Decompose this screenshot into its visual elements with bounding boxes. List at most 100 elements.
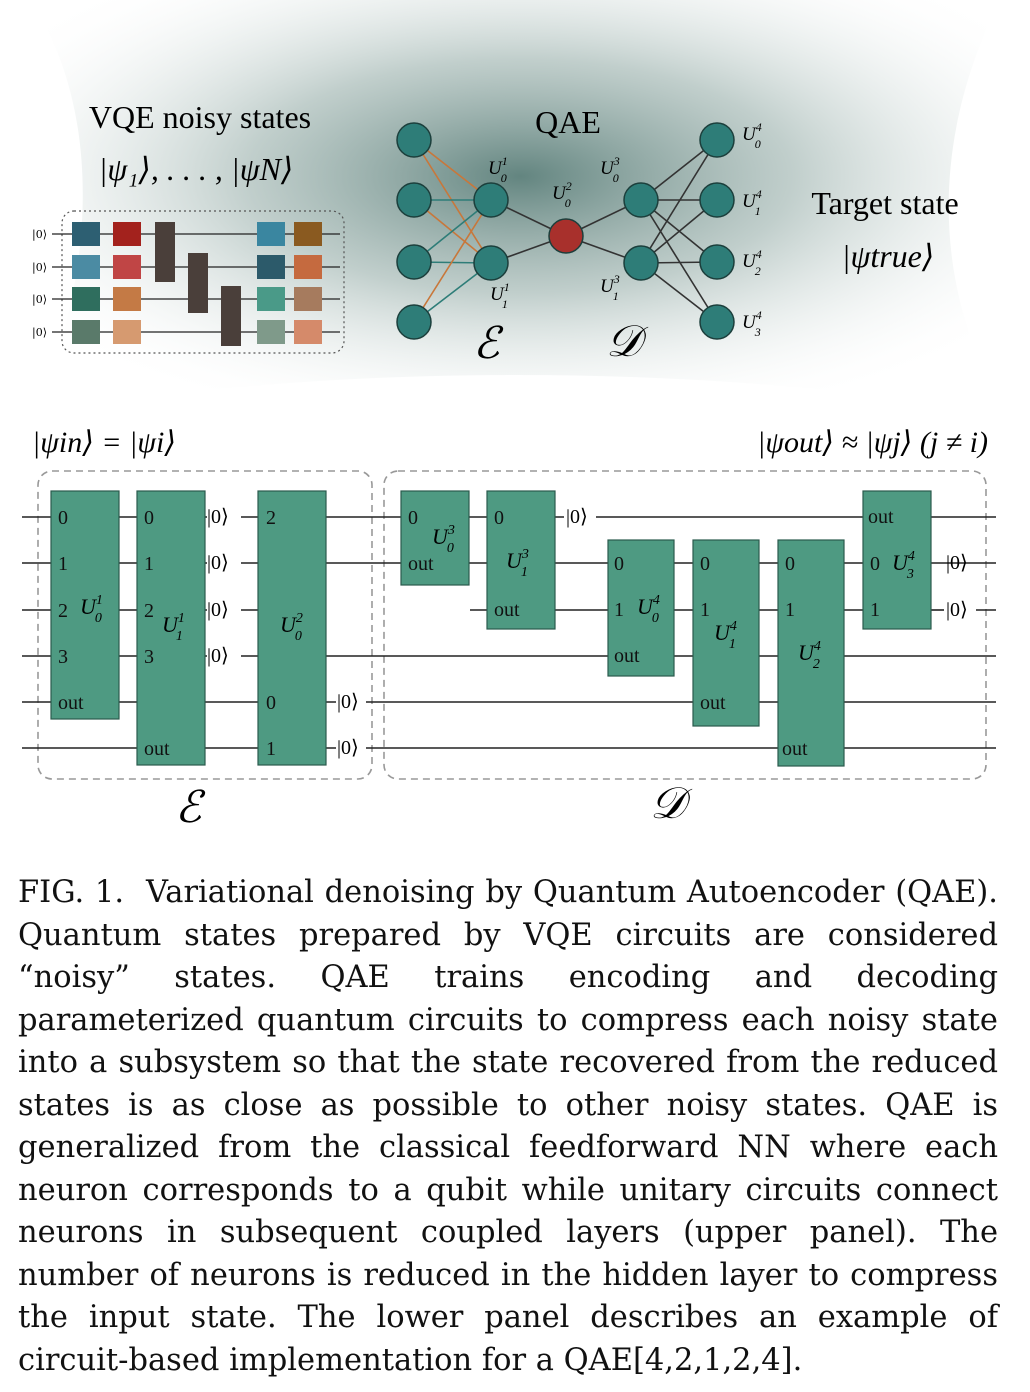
target-state: |ψtrue⟩ bbox=[842, 238, 935, 274]
svg-text:0: 0 bbox=[408, 507, 418, 529]
svg-text:|0⟩: |0⟩ bbox=[946, 599, 968, 621]
svg-text:1: 1 bbox=[785, 599, 795, 621]
input-neuron-0 bbox=[396, 122, 432, 158]
svg-text:out: out bbox=[868, 506, 894, 528]
svg-text:|0⟩: |0⟩ bbox=[946, 552, 968, 574]
svg-text:U41: U41 bbox=[714, 619, 737, 652]
svg-text:|0⟩: |0⟩ bbox=[207, 599, 229, 621]
center-neuron bbox=[548, 218, 584, 254]
svg-text:U10: U10 bbox=[80, 593, 103, 626]
caption-label: FIG. 1. bbox=[18, 875, 125, 910]
svg-text:U40: U40 bbox=[637, 593, 660, 626]
svg-text:U43: U43 bbox=[892, 549, 915, 582]
qubit-label-3: |0⟩ bbox=[32, 326, 47, 340]
svg-text:0: 0 bbox=[58, 507, 68, 529]
target-title: Target state bbox=[811, 185, 958, 221]
svg-text:0: 0 bbox=[700, 553, 710, 575]
encoder-symbol-lower: ℰ bbox=[175, 783, 206, 832]
qubit-label-0: |0⟩ bbox=[32, 228, 47, 242]
encoder-box bbox=[37, 470, 373, 780]
vqe-states: |ψ₁⟩, . . . , |ψN⟩ bbox=[99, 151, 294, 187]
vqe-title: VQE noisy states bbox=[89, 99, 311, 135]
qubit-label-1: |0⟩ bbox=[32, 261, 47, 275]
psi-out-label: |ψout⟩ ≈ |ψj⟩ (j ≠ i) bbox=[757, 426, 988, 459]
svg-text:0: 0 bbox=[494, 507, 504, 529]
decoder-kets: |0⟩ |0⟩ |0⟩ bbox=[566, 506, 968, 621]
decoder-symbol-lower: 𝒟 bbox=[650, 779, 693, 828]
hidden1-neuron-1 bbox=[473, 245, 509, 281]
svg-text:1: 1 bbox=[614, 599, 624, 621]
decoder-box bbox=[383, 470, 987, 780]
output-neuron-2 bbox=[699, 244, 735, 280]
svg-text:0: 0 bbox=[266, 692, 276, 714]
svg-text:|0⟩: |0⟩ bbox=[207, 645, 229, 667]
svg-text:0: 0 bbox=[614, 553, 624, 575]
svg-text:1: 1 bbox=[144, 553, 154, 575]
qae-network-neurons bbox=[396, 122, 735, 340]
qae-title: QAE bbox=[535, 104, 601, 140]
svg-text:out: out bbox=[58, 692, 84, 714]
vqe-circuit: |0⟩ |0⟩ |0⟩ |0⟩ bbox=[32, 210, 345, 354]
svg-text:out: out bbox=[144, 738, 170, 760]
svg-text:0: 0 bbox=[870, 553, 880, 575]
svg-text:2: 2 bbox=[266, 507, 276, 529]
svg-text:|0⟩: |0⟩ bbox=[337, 691, 359, 713]
qae-figure: VQE noisy states |ψ₁⟩, . . . , |ψN⟩ |0⟩ … bbox=[22, 0, 1010, 832]
output-neuron-3 bbox=[699, 304, 735, 340]
hidden2-neuron-1 bbox=[623, 245, 659, 281]
svg-text:|0⟩: |0⟩ bbox=[337, 737, 359, 759]
svg-text:1: 1 bbox=[700, 599, 710, 621]
svg-text:|0⟩: |0⟩ bbox=[207, 506, 229, 528]
svg-text:U42: U42 bbox=[798, 639, 821, 672]
output-neuron-1 bbox=[699, 182, 735, 218]
svg-text:out: out bbox=[408, 553, 434, 575]
svg-text:U30: U30 bbox=[432, 523, 455, 556]
svg-text:out: out bbox=[614, 645, 640, 667]
svg-text:out: out bbox=[700, 692, 726, 714]
svg-text:1: 1 bbox=[266, 738, 276, 760]
encoder-kets: |0⟩ |0⟩ |0⟩ |0⟩ |0⟩ |0⟩ bbox=[207, 506, 359, 759]
svg-text:2: 2 bbox=[144, 600, 154, 622]
svg-text:U11: U11 bbox=[162, 611, 184, 644]
upper-panel-background bbox=[30, 0, 1010, 420]
svg-text:U20: U20 bbox=[280, 611, 303, 644]
input-neuron-3 bbox=[396, 304, 432, 340]
svg-text:0: 0 bbox=[785, 553, 795, 575]
input-neuron-1 bbox=[396, 182, 432, 218]
svg-text:2: 2 bbox=[58, 600, 68, 622]
figure-caption: FIG. 1.Variational denoising by Quantum … bbox=[18, 872, 998, 1382]
hidden2-neuron-0 bbox=[623, 182, 659, 218]
input-neuron-2 bbox=[396, 244, 432, 280]
svg-text:1: 1 bbox=[58, 553, 68, 575]
svg-text:U31: U31 bbox=[506, 547, 529, 580]
svg-text:out: out bbox=[494, 599, 520, 621]
svg-text:|0⟩: |0⟩ bbox=[207, 552, 229, 574]
caption-text: Variational denoising by Quantum Autoenc… bbox=[18, 875, 998, 1378]
svg-text:1: 1 bbox=[870, 599, 880, 621]
svg-text:out: out bbox=[782, 738, 808, 760]
encoder-symbol-upper: ℰ bbox=[473, 319, 504, 368]
svg-text:3: 3 bbox=[144, 646, 154, 668]
psi-in-label: |ψin⟩ = |ψi⟩ bbox=[32, 426, 176, 459]
svg-text:|0⟩: |0⟩ bbox=[566, 506, 588, 528]
qubit-label-2: |0⟩ bbox=[32, 293, 47, 307]
svg-text:0: 0 bbox=[144, 507, 154, 529]
